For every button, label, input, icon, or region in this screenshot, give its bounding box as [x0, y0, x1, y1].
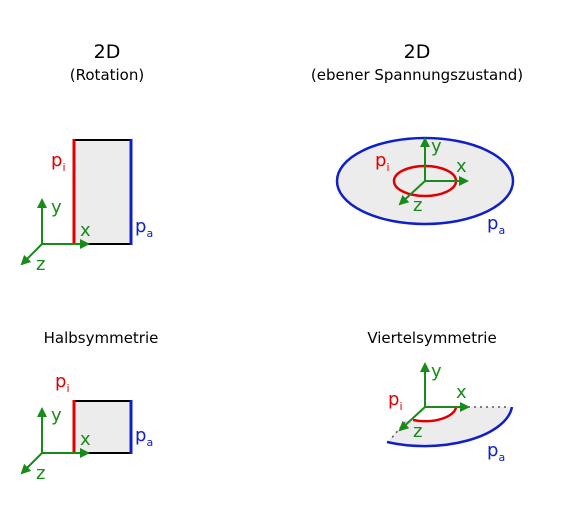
panel-title: 2D: [404, 41, 431, 63]
inner-pressure-label: pi: [55, 371, 70, 395]
panel-rotation: 2D (Rotation) pi pa y x z: [20, 41, 153, 275]
inner-arc: [412, 406, 458, 423]
outer-pressure-label: pa: [135, 425, 153, 449]
outer-pressure-label: pa: [487, 213, 505, 237]
panel-title: 2D: [94, 41, 121, 63]
inner-pressure-label: pi: [51, 150, 66, 174]
z-axis-label: z: [36, 463, 45, 484]
z-axis-arrow: [20, 452, 43, 475]
panel-title: Halbsymmetrie: [44, 329, 159, 347]
panel-half-symmetry: Halbsymmetrie pi pa y x z: [20, 329, 159, 484]
z-axis-arrow: [398, 180, 426, 206]
coordinate-axes: [20, 407, 90, 475]
x-axis-label: x: [80, 220, 91, 241]
outer-arc: [386, 406, 514, 448]
outer-pressure-label: pa: [135, 216, 153, 240]
z-axis-arrow: [20, 243, 43, 266]
z-axis-arrow: [398, 406, 426, 432]
y-axis-label: y: [51, 405, 62, 426]
panel-quarter-symmetry: Viertelsymmetrie pi pa y x z: [367, 329, 514, 464]
coordinate-axes: [398, 137, 469, 206]
z-axis-label: z: [413, 421, 422, 442]
y-axis-label: y: [51, 197, 62, 218]
cross-section-rectangle: [74, 140, 131, 244]
cross-section-rectangle: [74, 401, 131, 453]
x-axis-label: x: [456, 382, 467, 403]
panel-subtitle: (Rotation): [70, 66, 144, 84]
outer-pressure-label: pa: [487, 440, 505, 464]
x-axis-label: x: [456, 156, 467, 177]
panel-subtitle: (ebener Spannungszustand): [311, 66, 523, 84]
panel-plane-stress: 2D (ebener Spannungszustand) pi pa y x z: [311, 41, 523, 237]
panel-title: Viertelsymmetrie: [367, 329, 496, 347]
quarter-sector: [387, 407, 512, 447]
z-axis-label: z: [36, 254, 45, 275]
y-axis-label: y: [431, 136, 442, 157]
inner-pressure-label: pi: [375, 150, 390, 174]
coordinate-axes: [20, 198, 90, 266]
x-axis-label: x: [80, 429, 91, 450]
coordinate-axes: [398, 362, 470, 432]
symmetry-line-z: [389, 421, 406, 441]
z-axis-label: z: [413, 195, 422, 216]
y-axis-label: y: [431, 361, 442, 382]
inner-pressure-label: pi: [388, 389, 403, 413]
